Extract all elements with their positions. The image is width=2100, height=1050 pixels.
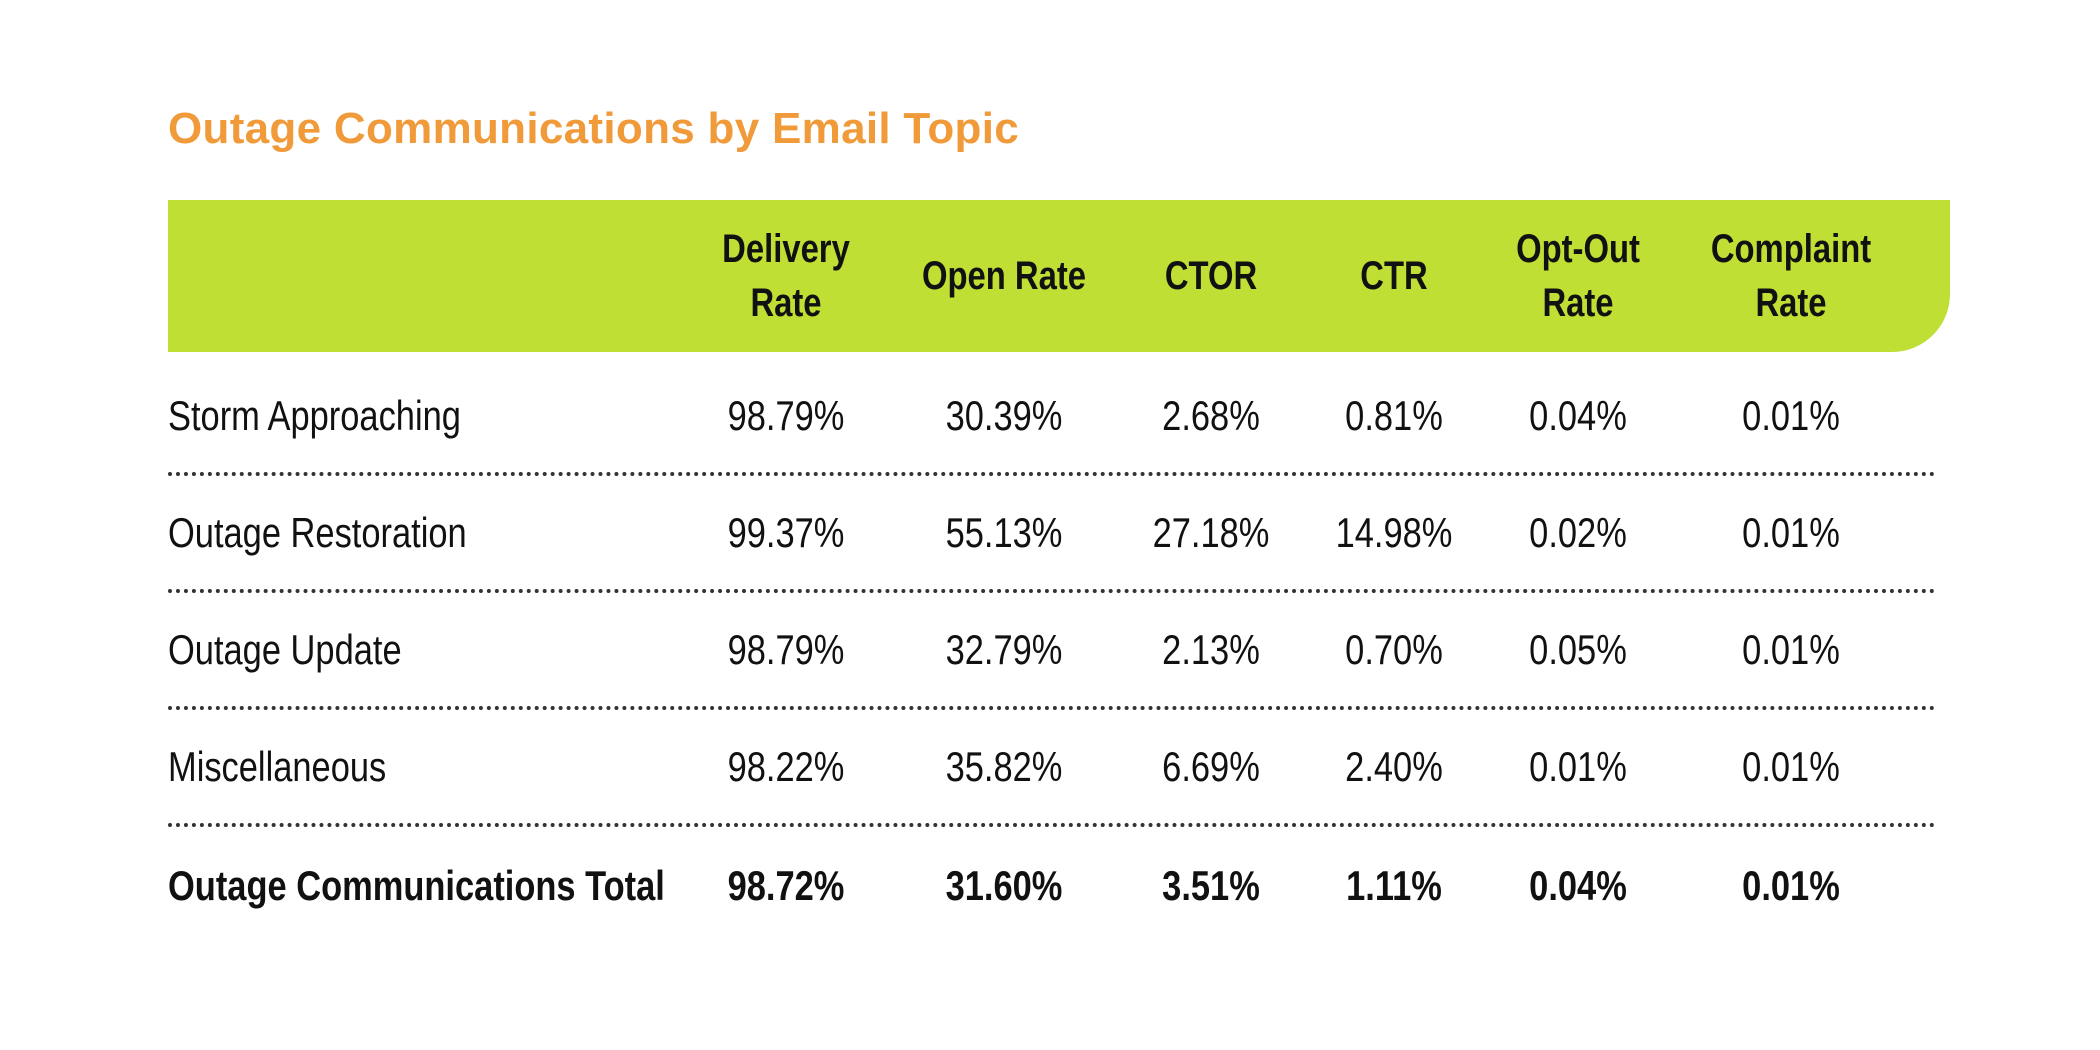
table-cell: 0.01% [1742, 862, 1840, 909]
column-header-line: Open Rate [921, 254, 1087, 298]
row-label: Storm Approaching [168, 392, 461, 439]
total-label: Outage Communications Total [168, 862, 665, 909]
table-cell: 2.13% [1162, 626, 1260, 673]
table-cell: 55.13% [945, 509, 1063, 556]
column-header-line: Rate [1755, 281, 1827, 325]
column-header: Open Rate [914, 200, 1094, 352]
row-divider [168, 706, 1936, 710]
table-cell: 0.02% [1529, 509, 1627, 556]
table-cell: 98.79% [727, 626, 845, 673]
table-cell: 35.82% [945, 743, 1063, 790]
table-cell: 0.01% [1742, 509, 1840, 556]
table-cell: 30.39% [945, 392, 1063, 439]
table-cell: 31.60% [945, 862, 1063, 909]
row-divider [168, 589, 1936, 593]
table-cell: 2.68% [1162, 392, 1260, 439]
row-divider [168, 472, 1936, 476]
table-cell: 2.40% [1345, 743, 1443, 790]
table-cell: 3.51% [1162, 862, 1260, 909]
column-header: CTR [1304, 200, 1484, 352]
table-cell: 0.05% [1529, 626, 1627, 673]
table-cell: 1.11% [1346, 862, 1442, 909]
column-header-line: CTR [1360, 254, 1428, 298]
table-title: Outage Communications by Email Topic [168, 104, 1019, 153]
column-header-line: CTOR [1164, 254, 1258, 298]
column-header-line: Complaint [1710, 227, 1872, 271]
table-header-bar [168, 200, 1950, 352]
table-cell: 98.72% [727, 862, 845, 909]
table-cell: 14.98% [1335, 509, 1453, 556]
table-cell: 0.01% [1529, 743, 1627, 790]
row-divider [168, 823, 1936, 827]
table-cell: 0.04% [1529, 862, 1627, 909]
table-cell: 98.79% [727, 392, 845, 439]
table-cell: 0.01% [1742, 392, 1840, 439]
table-cell: 0.70% [1345, 626, 1443, 673]
table-cell: 0.04% [1529, 392, 1627, 439]
table-cell: 32.79% [945, 626, 1063, 673]
table-cell: 99.37% [727, 509, 845, 556]
column-header-line: Rate [1542, 281, 1614, 325]
column-header-line: Delivery [722, 227, 850, 271]
row-label: Outage Restoration [168, 509, 467, 556]
table-cell: 0.01% [1742, 743, 1840, 790]
table-cell: 27.18% [1152, 509, 1270, 556]
row-label: Outage Update [168, 626, 402, 673]
table-cell: 0.01% [1742, 626, 1840, 673]
row-label: Miscellaneous [168, 743, 387, 790]
table-cell: 0.81% [1345, 392, 1443, 439]
column-header-line: Opt-Out [1516, 227, 1640, 271]
column-header: CTOR [1121, 200, 1301, 352]
column-header-line: Rate [750, 281, 822, 325]
table-cell: 6.69% [1162, 743, 1260, 790]
table-cell: 98.22% [727, 743, 845, 790]
